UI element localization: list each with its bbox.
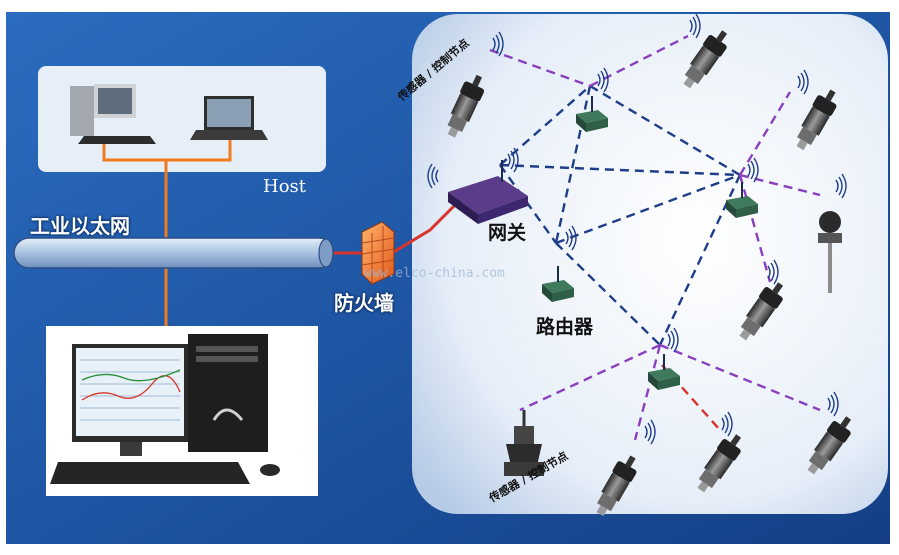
desktop-computer-icon <box>70 84 156 144</box>
router-label: 路由器 <box>536 316 594 338</box>
firewall-links <box>334 198 462 255</box>
wireless-field-panel <box>412 14 888 514</box>
gateway-label: 网关 <box>488 222 527 244</box>
workstation-icon <box>50 334 280 484</box>
firewall-icon <box>361 221 395 285</box>
gateway-icon <box>448 160 528 224</box>
temperature-sensor-icon <box>818 211 842 293</box>
watermark: www.elco-china.com <box>364 266 505 281</box>
ethernet-pipe <box>13 237 335 269</box>
firewall-label: 防火墙 <box>334 291 394 315</box>
sensor-links <box>489 34 821 441</box>
laptop-icon <box>190 96 268 140</box>
valve-icon <box>504 410 544 476</box>
host-label: Host <box>263 176 307 197</box>
ethernet-label: 工业以太网 <box>30 214 130 238</box>
